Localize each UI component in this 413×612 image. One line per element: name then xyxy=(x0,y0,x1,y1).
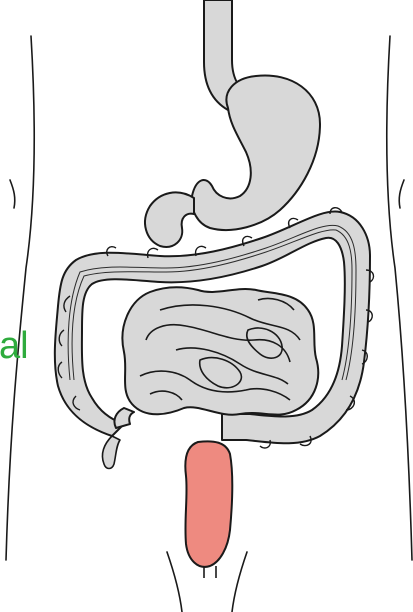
body-crease-left xyxy=(10,180,15,208)
duodenum xyxy=(145,192,194,246)
ileum xyxy=(114,408,134,428)
body-crease-right xyxy=(399,180,404,208)
body-outline-left xyxy=(6,36,34,560)
body-outline-right xyxy=(387,36,412,560)
pelvic-line-left xyxy=(167,552,182,612)
rectum-shape xyxy=(185,441,232,567)
small-intestine-mass xyxy=(122,287,318,415)
rectum xyxy=(185,441,232,578)
small-intestine xyxy=(114,287,318,428)
appendix xyxy=(102,436,120,469)
stomach xyxy=(192,75,320,229)
pelvic-line-right xyxy=(232,552,247,612)
esophagus-stomach xyxy=(145,0,320,247)
partial-label: al xyxy=(0,326,29,366)
